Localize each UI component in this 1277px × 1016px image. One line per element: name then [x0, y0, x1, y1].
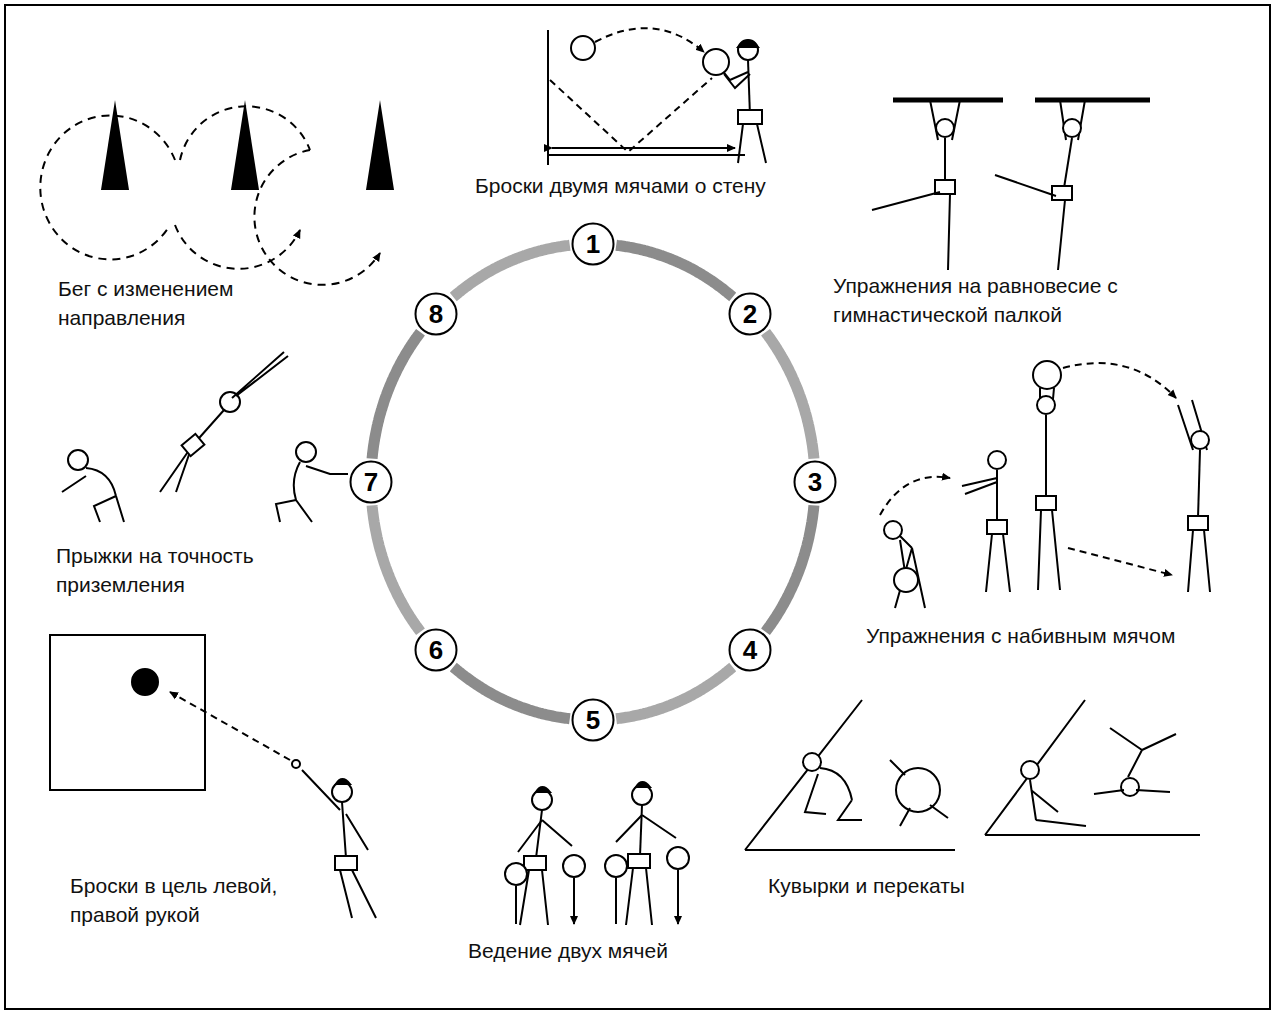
callout-number: 3 — [808, 469, 822, 495]
callout-number: 8 — [429, 301, 443, 327]
ring-segment — [372, 332, 420, 459]
ring-segment — [766, 332, 814, 459]
station-number: 7 — [349, 460, 393, 504]
ring-segment — [372, 505, 420, 632]
roll-figure — [745, 700, 1200, 850]
station-label-box: Броски в цель левой, правой рукой — [70, 871, 295, 930]
station-label: Броски в цель левой, правой рукой — [70, 874, 277, 926]
station-label: Бег с изменением направления — [58, 277, 234, 329]
circle-outline — [729, 630, 770, 671]
wall-throw-figure — [548, 28, 766, 165]
medicine-ball-figure — [880, 361, 1210, 608]
station-number: 5 — [571, 698, 615, 742]
ring-segment — [766, 505, 814, 632]
station-label-box: Бег с изменением направления — [58, 274, 298, 333]
ring-segment — [453, 245, 570, 297]
frame-line — [5, 5, 1270, 1009]
station-label: Кувырки и перекаты — [768, 874, 965, 897]
station-label-box: Кувырки и перекаты — [768, 871, 965, 900]
balance-figure — [872, 100, 1150, 270]
circle-outline — [729, 293, 770, 334]
station-label-box: Броски двумя мячами о стену — [475, 171, 766, 200]
station-label: Упражнения на равновесие с гимнастическо… — [833, 274, 1118, 326]
station-number: 4 — [728, 628, 772, 672]
circle-outline — [416, 293, 457, 334]
dribble-figure — [505, 782, 689, 925]
station-number: 2 — [728, 292, 772, 336]
callout-number: 1 — [586, 231, 600, 257]
station-label: Броски двумя мячами о стену — [475, 174, 766, 197]
circle-outline — [351, 462, 392, 503]
ring-segment — [616, 667, 733, 719]
running-figure — [40, 100, 394, 285]
circle-outline — [573, 700, 614, 741]
station-label-box: Упражнения с набивным мячом — [866, 621, 1175, 650]
station-number: 8 — [414, 292, 458, 336]
station-number: 3 — [793, 460, 837, 504]
station-number: 6 — [414, 628, 458, 672]
callout-number: 5 — [586, 707, 600, 733]
ring-segment — [616, 245, 733, 297]
circle-outline — [573, 224, 614, 265]
station-label-box: Упражнения на равновесие с гимнастическо… — [833, 271, 1133, 330]
callout-number: 7 — [364, 469, 378, 495]
ring-segment — [453, 667, 570, 719]
circle-outline — [416, 630, 457, 671]
station-label-box: Ведение двух мячей — [468, 936, 668, 965]
circle-outline — [795, 462, 836, 503]
station-label: Упражнения с набивным мячом — [866, 624, 1175, 647]
callout-number: 2 — [743, 301, 757, 327]
station-label: Прыжки на точность приземления — [56, 544, 254, 596]
jump-figure — [62, 352, 348, 522]
station-label-box: Прыжки на точность приземления — [56, 541, 306, 600]
station-number: 1 — [571, 222, 615, 266]
callout-number: 4 — [743, 637, 757, 663]
station-label: Ведение двух мячей — [468, 939, 668, 962]
callout-number: 6 — [429, 637, 443, 663]
